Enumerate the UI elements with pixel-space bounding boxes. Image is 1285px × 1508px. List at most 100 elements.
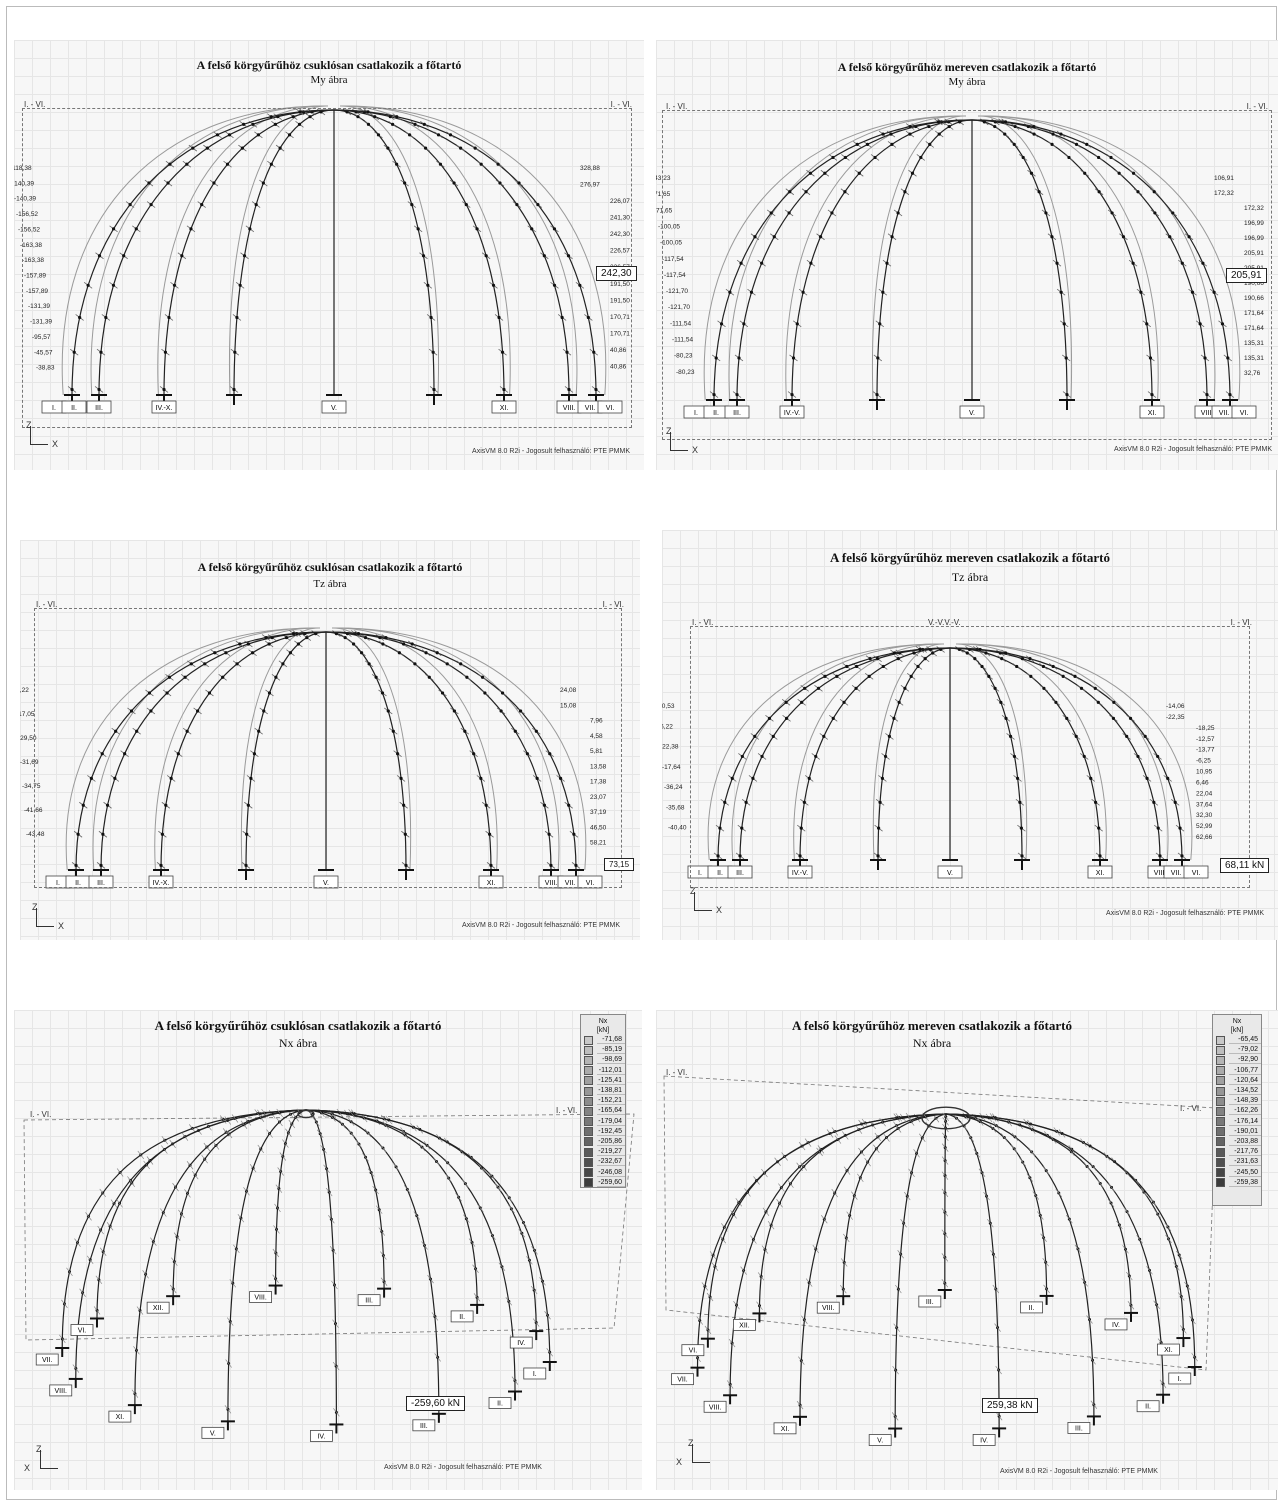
legend-swatch xyxy=(1216,1147,1225,1157)
node-point xyxy=(435,651,439,655)
hatch-tick xyxy=(226,1317,234,1326)
hatch-tick xyxy=(750,1235,757,1244)
node-point xyxy=(500,350,505,354)
hatch-tick xyxy=(967,1133,975,1142)
hatch-tick xyxy=(1089,1162,1097,1171)
node-point xyxy=(367,662,371,666)
node-point xyxy=(149,709,153,713)
value-label-left: -157,89 xyxy=(24,273,46,280)
node-point xyxy=(1073,674,1077,678)
node-point xyxy=(798,854,802,858)
hatch-tick xyxy=(1132,1176,1139,1185)
value-label-left: -100,05 xyxy=(660,240,682,247)
rib-curve xyxy=(134,1109,307,1406)
node-point xyxy=(1059,290,1063,294)
rib-curve xyxy=(172,1109,307,1297)
value-label-right: 328,88 xyxy=(580,165,600,172)
value-label-right: 13,58 xyxy=(590,763,607,770)
svg-text:VIII.: VIII. xyxy=(254,1295,267,1302)
legend-swatch xyxy=(1216,1157,1225,1167)
node-point xyxy=(1004,716,1008,720)
node-point xyxy=(586,315,590,320)
force-envelope xyxy=(731,643,945,861)
hatch-tick xyxy=(995,1365,1002,1375)
node-point xyxy=(790,392,794,397)
node-point xyxy=(147,691,152,695)
hatch-tick xyxy=(137,1150,145,1160)
hatch-tick xyxy=(380,1277,388,1286)
node-point xyxy=(771,734,775,738)
node-point xyxy=(305,635,309,640)
value-label-left: -17,64 xyxy=(662,764,681,771)
rib-label: IV. xyxy=(509,1336,533,1349)
node-point xyxy=(297,122,302,126)
legend-entry: -245,50 xyxy=(1213,1167,1261,1178)
svg-text:I.: I. xyxy=(533,1371,537,1378)
node-point xyxy=(1152,800,1156,804)
hatch-tick xyxy=(861,1118,869,1128)
node-point xyxy=(207,691,212,695)
hatch-tick xyxy=(161,1145,168,1154)
node-point xyxy=(356,631,361,636)
legend-entry: -232,67 xyxy=(581,1157,625,1167)
hatch-tick xyxy=(706,1292,714,1302)
node-point xyxy=(381,642,385,646)
hatch-tick xyxy=(941,1156,949,1165)
hatch-tick xyxy=(131,1389,139,1398)
node-point xyxy=(111,227,116,231)
node-point xyxy=(267,642,271,646)
node-point xyxy=(245,832,249,836)
hatch-tick xyxy=(1108,1183,1115,1192)
legend-unit: [kN] xyxy=(596,1027,610,1034)
node-point xyxy=(426,283,430,287)
node-point xyxy=(878,800,882,804)
hatch-tick xyxy=(296,1108,304,1118)
legend-value: -162,26 xyxy=(1229,1107,1261,1116)
hatch-tick xyxy=(895,1284,902,1294)
node-point xyxy=(751,776,755,780)
hatch-tick xyxy=(1037,1211,1044,1220)
force-envelope xyxy=(154,627,321,871)
node-point xyxy=(1096,700,1100,704)
node-point xyxy=(496,162,500,166)
svg-text:III.: III. xyxy=(365,1298,373,1305)
node-point xyxy=(500,691,505,695)
hatch-tick xyxy=(433,1157,440,1166)
svg-text:III.: III. xyxy=(97,880,105,887)
hatch-tick xyxy=(347,1117,355,1126)
legend-swatch xyxy=(584,1076,593,1086)
node-point xyxy=(993,686,997,690)
rib-label: III. xyxy=(86,400,112,414)
corner-label-left: I. - VI. xyxy=(30,1110,52,1119)
node-point xyxy=(865,142,870,146)
rib-label: I. xyxy=(523,1367,547,1380)
value-label-left: -35,68 xyxy=(666,804,685,811)
node-point xyxy=(274,675,278,679)
node-point xyxy=(72,350,76,354)
corner-label-right: I. - VI. xyxy=(602,600,624,609)
rib-label: III. xyxy=(1067,1422,1091,1434)
value-label-left: -36,24 xyxy=(664,784,683,791)
hatch-tick xyxy=(468,1238,476,1247)
node-point xyxy=(784,716,789,720)
node-point xyxy=(479,162,483,166)
value-label-right: 6,46 xyxy=(1196,779,1209,786)
hatch-tick xyxy=(1011,1132,1019,1142)
value-label-right: 58,21 xyxy=(590,840,607,847)
hatch-tick xyxy=(498,1262,506,1271)
hatch-tick xyxy=(518,1229,526,1238)
hatch-tick xyxy=(719,1235,727,1244)
node-point xyxy=(366,110,370,114)
rib-curve xyxy=(758,1113,947,1314)
hatch-tick xyxy=(276,1108,283,1118)
value-label-left: -117,54 xyxy=(662,256,684,263)
svg-text:IV.: IV. xyxy=(317,1433,325,1440)
hatch-tick xyxy=(339,1120,346,1129)
value-label-right: 5,81 xyxy=(590,748,603,755)
legend-swatch xyxy=(584,1147,593,1157)
node-point xyxy=(1148,356,1153,360)
hatch-tick xyxy=(336,1108,344,1118)
node-point xyxy=(122,254,126,258)
hatch-tick xyxy=(709,1251,717,1260)
hatch-tick xyxy=(348,1109,355,1118)
